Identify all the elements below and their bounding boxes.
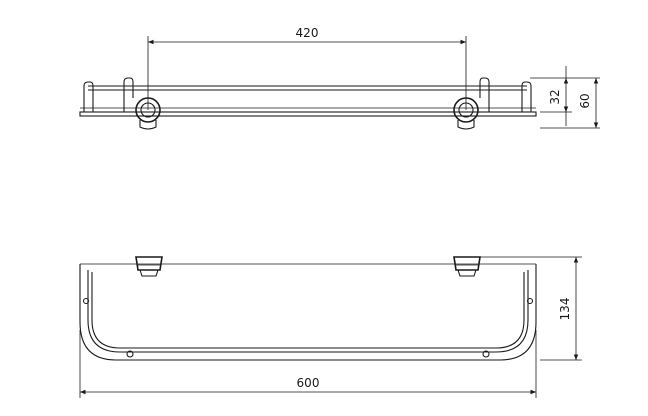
dimension-32-60: 32 60 [530, 66, 600, 129]
dim-label-60: 60 [578, 93, 592, 108]
dim-label-32: 32 [548, 89, 562, 104]
left-bracket [135, 256, 163, 277]
dim-label-134: 134 [558, 298, 572, 321]
plan-view [79, 256, 537, 361]
front-elevation [79, 77, 537, 130]
dimension-420: 420 [147, 26, 467, 110]
dim-label-420: 420 [296, 26, 319, 40]
dimension-600: 600 [79, 330, 537, 398]
right-bracket [453, 256, 481, 277]
dimension-134: 134 [480, 256, 582, 361]
dim-label-600: 600 [297, 376, 320, 390]
